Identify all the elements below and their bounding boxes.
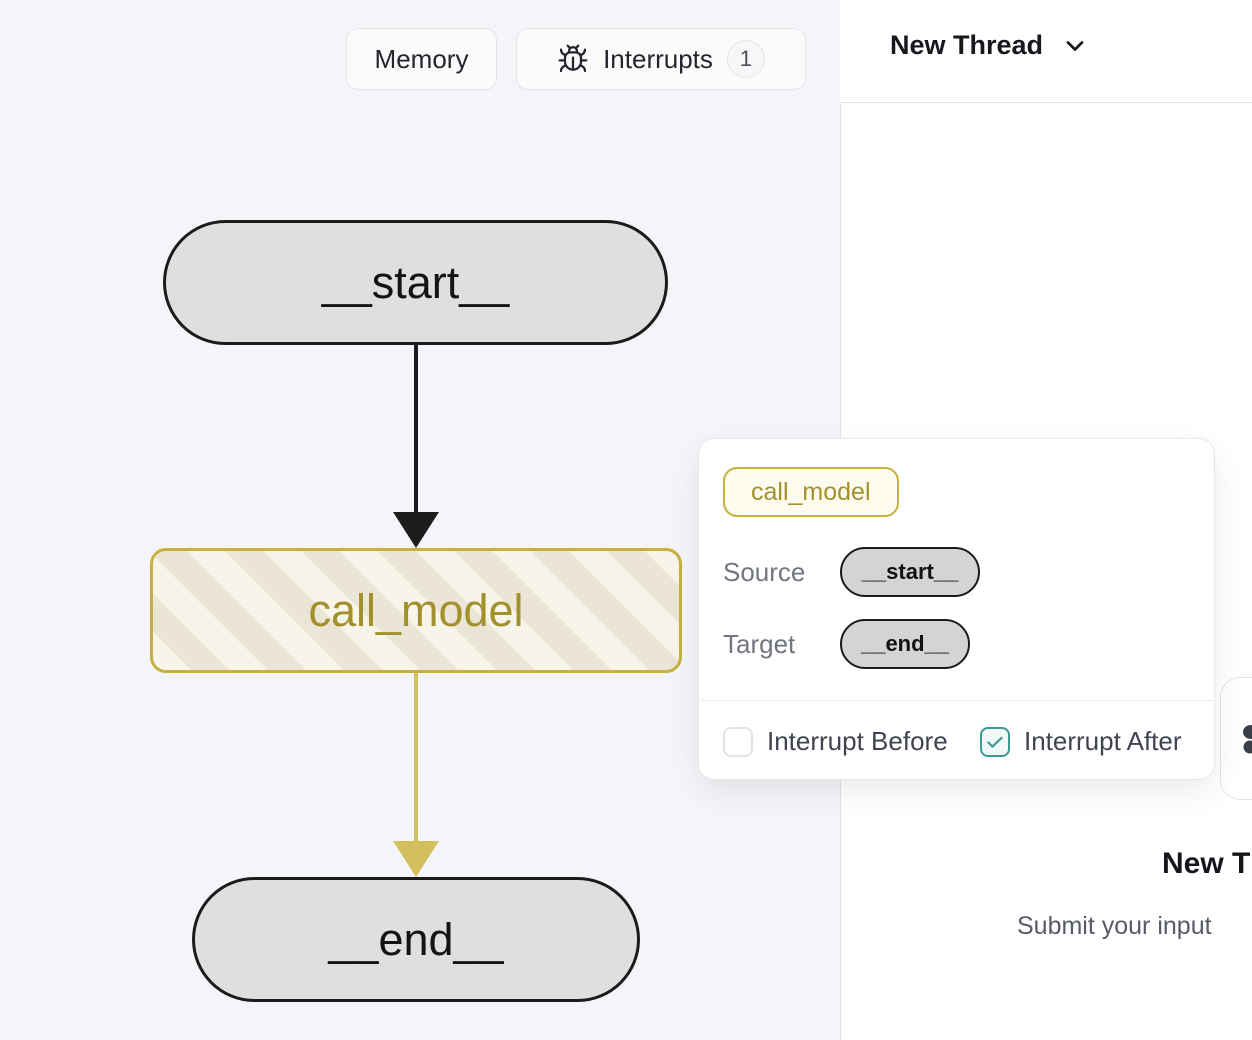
bug-icon — [557, 43, 589, 75]
fork-icon — [1233, 721, 1252, 762]
thread-empty-subtitle: Submit your input — [1017, 912, 1212, 940]
popover-source-pill[interactable]: __start__ — [840, 547, 980, 597]
edge-callmodel-to-end — [414, 673, 418, 843]
graph-node-start[interactable]: __start__ — [163, 220, 668, 345]
popover-source-value: __start__ — [861, 559, 959, 584]
thread-empty-title: New Thread — [1162, 847, 1252, 880]
popover-node-badge[interactable]: call_model — [723, 467, 899, 517]
interrupts-button[interactable]: Interrupts 1 — [516, 28, 806, 90]
popover-target-pill[interactable]: __end__ — [840, 619, 970, 669]
edge-start-to-callmodel — [414, 345, 418, 515]
thread-selector[interactable]: New Thread — [890, 30, 1089, 61]
graph-node-call-model[interactable]: call_model — [150, 548, 682, 673]
fork-action-card[interactable] — [1220, 677, 1252, 800]
interrupt-after-label: Interrupt After — [1024, 726, 1182, 756]
popover-divider — [698, 700, 1215, 701]
thread-selector-label: New Thread — [890, 30, 1044, 60]
graph-node-end-label: __end__ — [328, 913, 504, 965]
memory-button-label: Memory — [374, 43, 469, 74]
interrupt-after-row[interactable]: Interrupt After — [980, 726, 1182, 757]
memory-button[interactable]: Memory — [346, 28, 497, 90]
popover-node-badge-label: call_model — [751, 477, 871, 506]
popover-target-value: __end__ — [860, 631, 950, 656]
popover-target-label: Target — [723, 629, 796, 659]
popover-source-label: Source — [723, 557, 806, 587]
interrupt-before-checkbox[interactable] — [723, 726, 753, 757]
chevron-down-icon — [1061, 32, 1089, 60]
interrupts-button-label: Interrupts — [603, 43, 713, 74]
graph-node-end[interactable]: __end__ — [192, 877, 640, 1002]
edge-start-to-callmodel-arrowhead — [393, 512, 439, 548]
interrupt-after-checkbox[interactable] — [980, 726, 1010, 757]
interrupt-before-label: Interrupt Before — [767, 726, 948, 756]
interrupts-count-badge: 1 — [726, 40, 765, 78]
graph-node-start-label: __start__ — [321, 256, 510, 308]
edge-callmodel-to-end-arrowhead — [393, 841, 439, 877]
graph-node-call-model-label: call_model — [308, 584, 524, 636]
interrupt-before-row[interactable]: Interrupt Before — [723, 726, 948, 757]
thread-panel-header — [840, 0, 1252, 103]
